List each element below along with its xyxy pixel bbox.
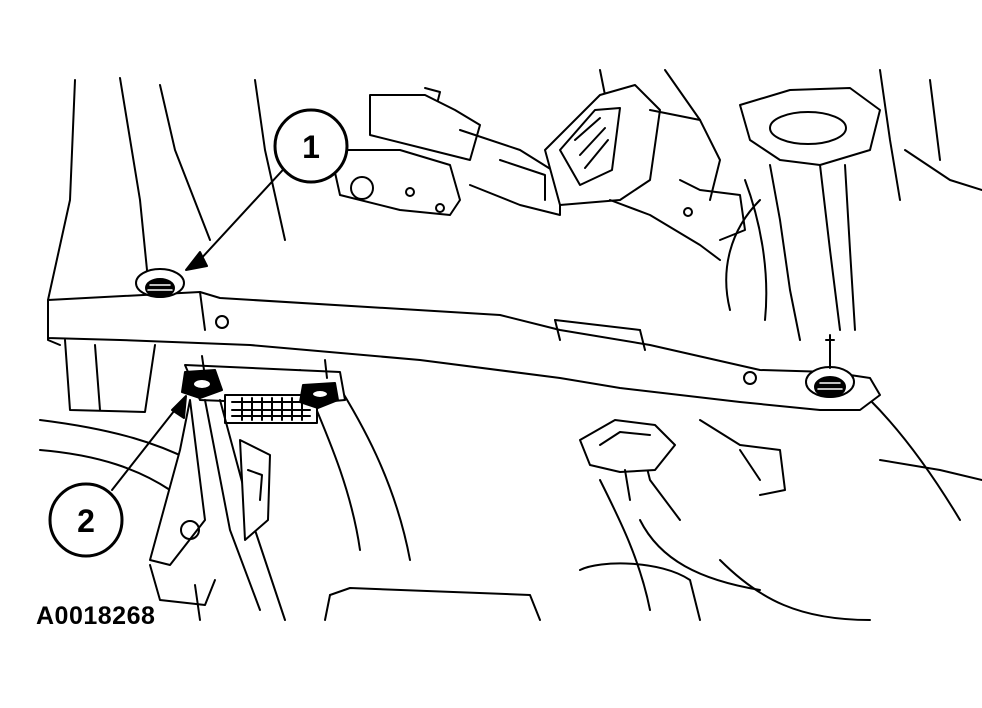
callout-1: 1: [273, 108, 349, 184]
callout-1-number: 1: [302, 129, 320, 165]
left-lower-block: [64, 339, 156, 413]
fastener-1-bolt: [135, 268, 185, 298]
leader-lines: [111, 159, 293, 491]
lower-harness: [324, 419, 786, 621]
figure-id-label: A0018268: [36, 602, 156, 630]
callout-2: 2: [48, 482, 124, 558]
right-bolt: [805, 334, 855, 398]
callout-2-number: 2: [77, 503, 95, 539]
fastener-2-nut: [181, 369, 223, 399]
right-bracket: [725, 87, 881, 341]
cross-bar: [47, 291, 881, 411]
right-nut: [299, 382, 339, 409]
upper-bracket: [329, 87, 561, 216]
upper-connector: [544, 84, 746, 261]
lower-left-bracket: [149, 399, 286, 621]
